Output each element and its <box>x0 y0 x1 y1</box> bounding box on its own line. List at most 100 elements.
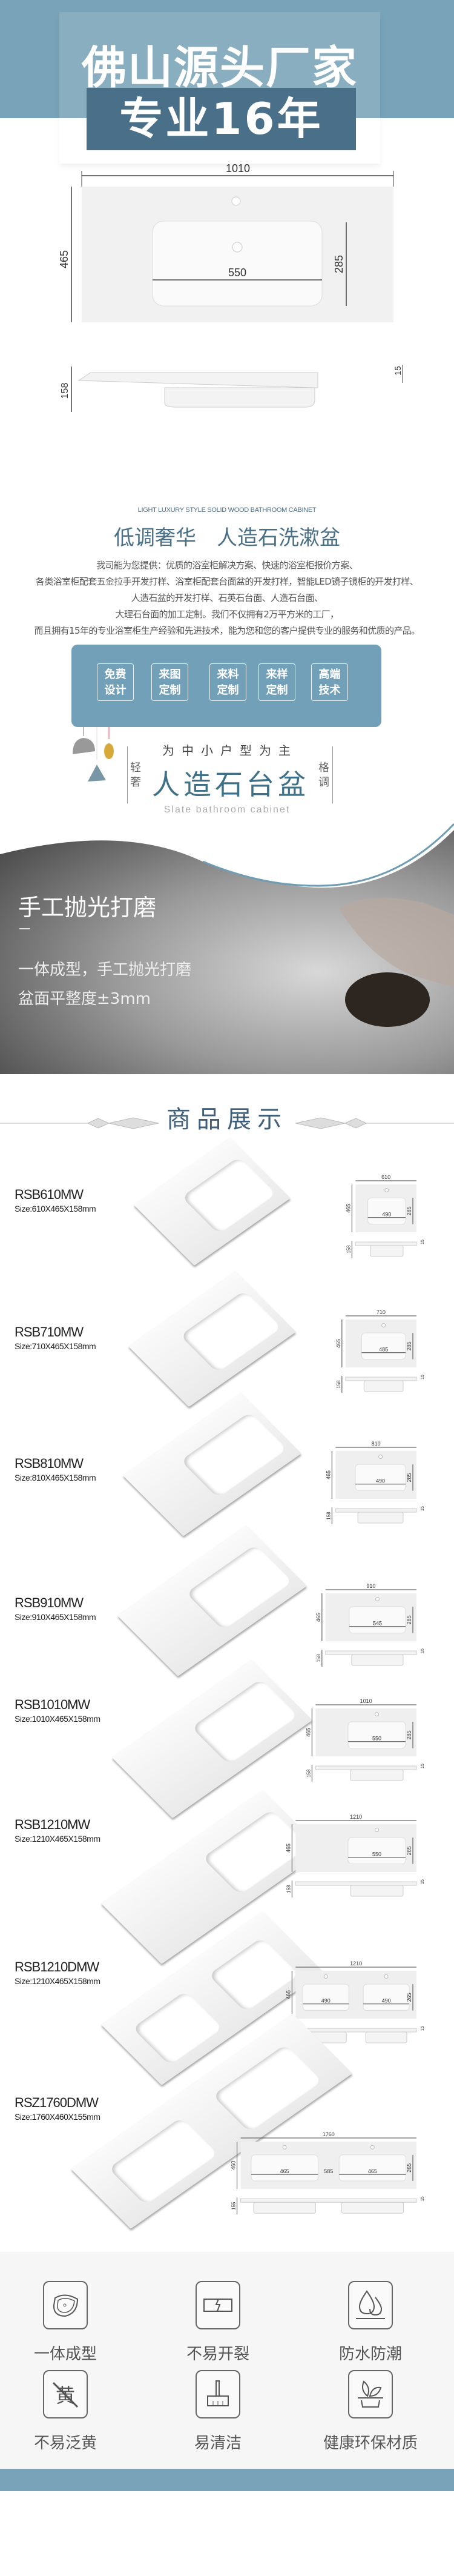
dim-basin-depth: 285 <box>406 1846 412 1855</box>
intro-line: 我司能为您提供：优质的浴室柜解决方案、快速的浴室柜报价方案、 <box>96 560 358 571</box>
dim-width: 1210 <box>350 1960 362 1967</box>
dim-height: 158 <box>286 1885 291 1893</box>
crack-icon <box>196 2281 240 2329</box>
side-bowl <box>350 1769 404 1781</box>
banner-side-left: 轻奢 <box>130 762 141 789</box>
header-subtitle: 专业16年 <box>87 88 356 150</box>
product-name: RSB610MW <box>15 1187 84 1202</box>
feature-waterproof: 防水防潮 <box>310 2281 431 2364</box>
faucet-hole <box>375 1596 380 1601</box>
dim-basin-depth: 265 <box>406 1993 412 2002</box>
dim-basin-width: 465 <box>368 2168 377 2174</box>
service-material-custom: 来料定制 <box>209 663 246 701</box>
dim-height: 158 <box>326 1512 331 1520</box>
side-bowl <box>351 1654 404 1666</box>
dim-width: 710 <box>377 1309 386 1315</box>
products-heading-decoration <box>0 1117 454 1129</box>
dim-thickness: 15 <box>421 2026 425 2031</box>
dim-depth: 465 <box>345 1204 351 1213</box>
polishing-photo <box>0 818 454 1074</box>
products-title: 商品展示 <box>166 1106 288 1134</box>
divider <box>19 928 30 929</box>
side-view <box>77 372 318 408</box>
intro-line: 而且拥有15年的专业浴室柜生产经验和先进技术，能为您和您的客户提供专业的服务和优… <box>34 625 420 636</box>
dim-basin-depth: 285 <box>406 1341 412 1350</box>
dim-thickness: 15 <box>421 1764 425 1768</box>
faucet-hole <box>381 1323 386 1327</box>
dim-width: 1760 <box>323 2131 335 2137</box>
service-sample-custom: 来样定制 <box>258 663 295 701</box>
feature-eco-material: 健康环保材质 <box>310 2370 431 2453</box>
product-size: Size:610X465X158mm <box>15 1204 96 1213</box>
dim-height: 158 <box>346 1245 351 1253</box>
dim-thickness: 15 <box>421 1240 425 1244</box>
side-view <box>240 2198 417 2203</box>
process-line-2: 盆面平整度±3mm <box>18 990 151 1008</box>
product-name: RSB1210MW <box>15 1817 90 1832</box>
dim-height: 158 <box>306 1769 311 1778</box>
product-size: Size:710X465X158mm <box>15 1341 96 1351</box>
feature-one-piece: 一体成型 <box>5 2281 126 2364</box>
dim-basin-depth: 285 <box>406 1615 412 1624</box>
product-dimension-drawing: 121046549049026515815 <box>285 1960 425 2045</box>
dim-depth: 465 <box>285 1844 291 1853</box>
product-name: RSB1210DMW <box>15 1959 99 1974</box>
product-size: Size:810X465X158mm <box>15 1473 96 1482</box>
dim-depth: 465 <box>315 1613 321 1622</box>
dim-basin-depth: 285 <box>333 255 345 273</box>
faucet-hole <box>375 1827 379 1832</box>
intro-en-subtitle: LIGHT LUXURY STYLE SOLID WOOD BATHROOM C… <box>137 506 317 514</box>
feature-anti-yellowing: 黄 不易泛黄 <box>5 2370 126 2453</box>
product-size: Size:1010X465X158mm <box>15 1714 100 1724</box>
dim-height: 155 <box>231 2202 237 2210</box>
features-panel: 一体成型 不易开裂 防水防潮 黄 不易泛黄 易清洁 健康环保材质 <box>0 2252 454 2469</box>
header-dimension-drawing: 1010 465 550 285 158 15 <box>58 162 403 412</box>
dim-height: 158 <box>316 1654 321 1662</box>
dim-depth: 465 <box>335 1339 341 1348</box>
intro-line: 各类浴室柜配套五金拉手开发打样、浴室柜配套台面盆的开发打样，智能LED镜子镜柜的… <box>35 576 419 587</box>
side-view <box>295 1881 417 1886</box>
dim-depth: 465 <box>58 250 70 268</box>
dim-depth: 465 <box>285 1990 291 1999</box>
dim-thickness: 15 <box>421 1506 425 1511</box>
dim-basin-depth: 285 <box>406 1206 412 1215</box>
feature-easy-clean: 易清洁 <box>157 2370 278 2453</box>
dim-thickness: 15 <box>393 366 403 376</box>
product-dimension-drawing: 1760 460 465 465 585 265 155 15 <box>231 2131 425 2215</box>
faucet-hole <box>323 1974 328 1979</box>
side-view <box>335 1508 417 1513</box>
banner-en: Slate bathroom cabinet <box>163 805 291 815</box>
banner-slogan: 为中小户型为主 <box>157 743 303 759</box>
dim-depth: 460 <box>231 2161 237 2170</box>
dim-thickness: 15 <box>421 1375 425 1379</box>
process-title: 手工抛光打磨 <box>18 894 157 921</box>
dim-basin-depth: 265 <box>406 2163 412 2173</box>
intro-title: 低调奢华 人造石洗漱盆 <box>114 526 340 550</box>
dim-basin-width: 490 <box>321 1998 331 2004</box>
dim-thickness: 15 <box>421 2196 425 2201</box>
dim-basin-width: 550 <box>372 1851 381 1857</box>
plant-icon <box>348 2370 393 2418</box>
dim-basin-width: 465 <box>280 2168 289 2174</box>
banner-side-right: 格调 <box>318 762 329 789</box>
product-size: Size:1210X465X158mm <box>15 1834 100 1844</box>
side-bowl <box>253 2202 316 2214</box>
intro-paragraph: 我司能为您提供：优质的浴室柜解决方案、快速的浴室柜报价方案、 各类浴室柜配套五金… <box>0 557 454 639</box>
side-view <box>315 1765 417 1770</box>
dim-basin-depth: 285 <box>406 1473 412 1482</box>
water-drops-icon <box>348 2281 393 2329</box>
product-size: Size:910X465X158mm <box>15 1612 96 1622</box>
service-high-tech: 高端技术 <box>311 663 348 701</box>
side-bowl <box>341 2202 404 2214</box>
sander-icon <box>345 972 430 1027</box>
dim-depth: 465 <box>305 1728 311 1737</box>
dim-height: 158 <box>336 1380 341 1389</box>
dim-width: 910 <box>366 1583 375 1589</box>
product-name: RSB910MW <box>15 1595 84 1610</box>
dim-gap: 585 <box>324 2168 333 2174</box>
